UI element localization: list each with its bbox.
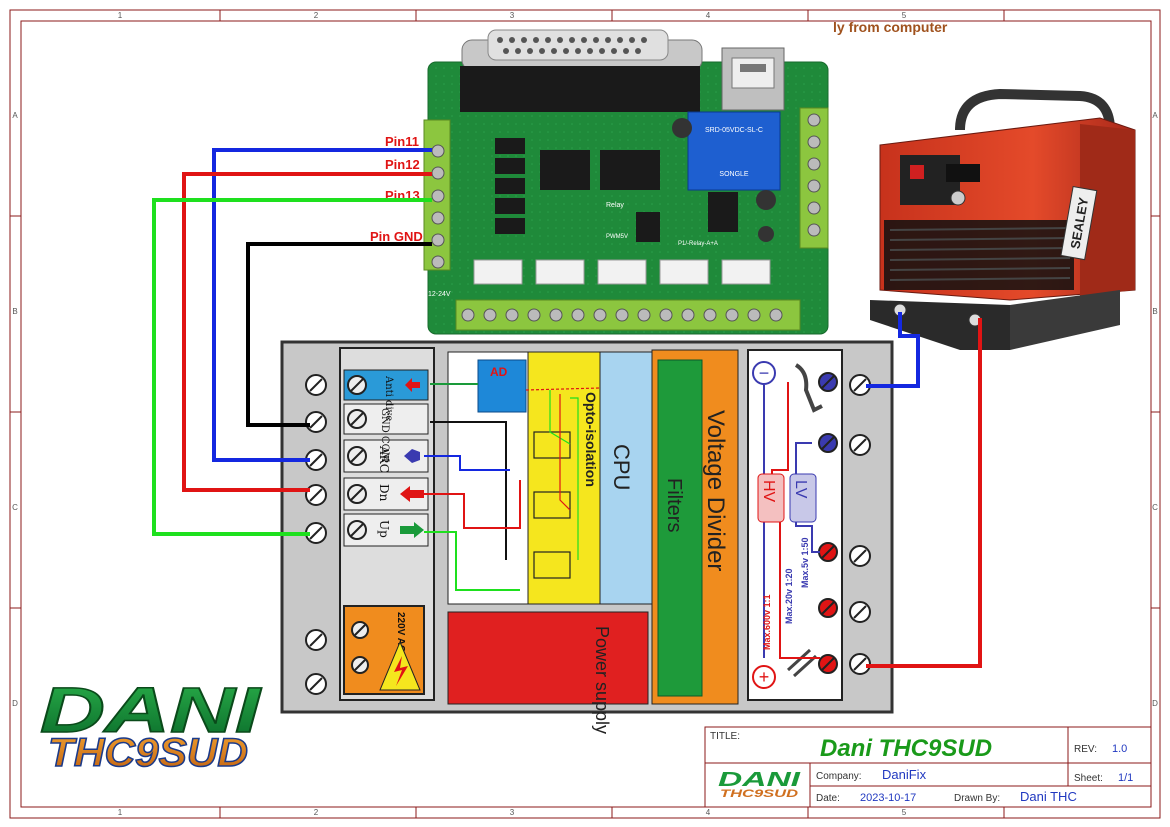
company-value: DaniFix (882, 767, 927, 782)
header-note: ly from computer (833, 19, 948, 35)
voltage-divider-label: Voltage Divider (702, 410, 729, 571)
wire-gnd-com (246, 242, 432, 427)
pin-gnd-label: Pin GND (370, 229, 423, 244)
lv-ratio-20: Max.20v 1:20 (784, 568, 794, 624)
col-label-1-bottom: 1 (118, 808, 123, 817)
axis-headers (473, 259, 771, 285)
row-label-d-left: D (12, 699, 18, 708)
bottom-terminal-block (455, 299, 801, 331)
right-terminal-block (799, 107, 829, 249)
row-label-c-right: C (1152, 503, 1158, 512)
row-label-b-right: B (1152, 307, 1157, 316)
input-label-anti-dive: Anti dive (383, 375, 394, 421)
silk-voltage: 12-24V (428, 291, 451, 298)
sheet-value: 1/1 (1118, 772, 1133, 784)
power-supply-label: Power supply (592, 626, 612, 734)
wire-pin12-dn (182, 172, 432, 492)
cpu-block-label: CPU (609, 444, 634, 490)
minus-sign: − (759, 363, 770, 383)
left-terminal-block (423, 119, 451, 271)
input-label-up: Up (377, 520, 391, 538)
title-logo-line2: THC9SUD (720, 788, 798, 800)
row-label-a-right: A (1152, 111, 1158, 120)
row-label-a-left: A (12, 111, 18, 120)
wire-pin11-arc (212, 148, 432, 462)
left-screw-terminals (305, 374, 327, 695)
col-label-3-bottom: 3 (510, 808, 515, 817)
pin11-label: Pin11 (385, 134, 419, 149)
col-label-5-bottom: 5 (902, 808, 907, 817)
drawn-label: Drawn By: (954, 793, 1000, 804)
col-label-3-top: 3 (510, 11, 515, 20)
plus-sign: + (759, 667, 770, 687)
silk-relay-a: P1/-Relay-A+A (678, 241, 718, 247)
breakout-board: SRD-05VDC-SL-C SONGLE Relay PWM5V 12-24V… (423, 29, 829, 335)
row-label-d-right: D (1152, 699, 1158, 708)
col-label-5-top: 5 (902, 11, 907, 20)
thc-module: Anti dive GND COM ARC Dn Up 220V AC In A… (280, 340, 894, 734)
date-label: Date: (816, 793, 840, 804)
lv-label: LV (792, 480, 809, 499)
company-label: Company: (816, 771, 862, 782)
wire-torch-neg (866, 312, 920, 388)
internal-traces (424, 383, 601, 591)
lv-ratio-50: Max.5v 1:50 (800, 537, 810, 588)
input-label-gnd-com: GND COM (379, 408, 390, 462)
rev-value: 1.0 (1112, 743, 1127, 755)
plasma-cutter: SEALEY (870, 88, 1136, 350)
relay: SRD-05VDC-SL-C SONGLE (687, 111, 781, 191)
silk-relay: Relay (606, 202, 624, 209)
filters-block-label: Filters (663, 478, 685, 532)
drawn-value: Dani THC (1020, 789, 1077, 804)
usb-port (721, 47, 785, 111)
col-label-4-top: 4 (706, 11, 711, 20)
col-label-4-bottom: 4 (706, 808, 711, 817)
input-label-arc: ARC (377, 445, 391, 473)
col-label-2-top: 2 (314, 11, 319, 20)
rev-label: REV: (1074, 744, 1097, 755)
wires (152, 148, 982, 668)
date-value: 2023-10-17 (860, 792, 916, 804)
wire-pin13-up (152, 198, 432, 536)
relay-brand: SONGLE (719, 171, 749, 178)
row-label-b-left: B (12, 307, 17, 316)
wire-clamp-pos (866, 318, 982, 668)
hv-label: HV (760, 480, 777, 503)
input-label-dn: Dn (377, 484, 391, 502)
col-label-1-top: 1 (118, 11, 123, 20)
silk-pwm: PWM5V (606, 234, 628, 240)
col-label-2-bottom: 2 (314, 808, 319, 817)
title-label: TITLE: (710, 731, 740, 742)
power-in-label: 220V AC In (395, 612, 406, 664)
hv-ratio: Max.600v 1:1 (762, 594, 772, 650)
dani-logo: DANI THC9SUD (39, 673, 262, 776)
row-label-c-left: C (12, 503, 18, 512)
sheet-label: Sheet: (1074, 773, 1103, 784)
right-screw-terminals (849, 374, 871, 675)
db25-connector (460, 29, 703, 112)
drawing-frame (9, 9, 1161, 819)
drawing-title: Dani THC9SUD (820, 735, 992, 762)
logo-line2: THC9SUD (48, 731, 248, 775)
title-block (704, 726, 1152, 808)
logo-line1: DANI (40, 674, 262, 746)
ad-block-label: AD (490, 365, 508, 379)
relay-part-number: SRD-05VDC-SL-C (705, 127, 763, 134)
pin12-label: Pin12 (385, 157, 420, 172)
opto-block-label: Opto-isolation (583, 392, 599, 487)
title-logo-line1: DANI (718, 769, 801, 791)
ic-chips (495, 118, 776, 242)
